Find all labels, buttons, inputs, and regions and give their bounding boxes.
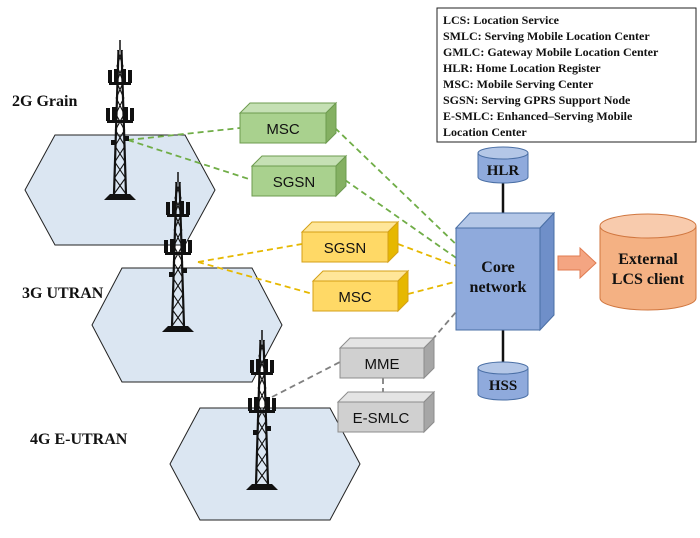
esmlc-label: E-SMLC (353, 410, 410, 427)
label-3g: 3G UTRAN (22, 285, 104, 302)
link-4g-tower-mme (271, 361, 341, 398)
legend-line-hlr: HLR: Home Location Register (443, 61, 601, 75)
cell-2g-hexagon (24, 134, 216, 246)
mme-box: MME (338, 336, 436, 380)
label-4g: 4G E-UTRAN (30, 431, 128, 448)
mme-label: MME (365, 356, 400, 373)
external-lcs-client-cylinder-icon: External LCS client (599, 213, 697, 311)
external-client-label-line2: LCS client (612, 271, 685, 288)
legend-line-esmlc: E-SMLC: Enhanced–Serving Mobile (443, 109, 633, 123)
sgsn-2g-box: SGSN (250, 154, 348, 198)
cell-3g-hexagon (91, 267, 283, 383)
label-2g: 2G Grain (12, 93, 77, 110)
link-2g-tower-sgsn (127, 139, 253, 181)
arrow-right-icon (557, 246, 597, 280)
core-network-label-line1: Core (481, 259, 514, 276)
abbreviation-legend: LCS: Location Service SMLC: Serving Mobi… (436, 7, 697, 143)
hlr-database-icon: HLR (477, 146, 529, 184)
msc-2g-box: MSC (238, 101, 338, 145)
legend-line-msc: MSC: Mobile Serving Center (443, 77, 594, 91)
legend-line-sgsn: SGSN: Serving GPRS Support Node (443, 93, 631, 107)
core-network-box: Core network (454, 211, 556, 332)
legend-line-smlc: SMLC: Serving Mobile Location Center (443, 29, 650, 43)
legend-line-gmlc: GMLC: Gateway Mobile Location Center (443, 45, 659, 59)
links-3g (197, 243, 463, 295)
link-4g-mme-core (431, 304, 463, 341)
msc-3g-box: MSC (311, 269, 410, 313)
external-client-label-line1: External (618, 251, 678, 268)
esmlc-box: E-SMLC (336, 390, 436, 434)
msc-3g-label: MSC (338, 289, 372, 306)
sgsn-3g-box: SGSN (300, 220, 400, 264)
links-2g (127, 127, 463, 263)
link-2g-tower-msc (127, 127, 241, 141)
sgsn-3g-label: SGSN (324, 240, 367, 257)
link-3g-tower-sgsn (197, 243, 303, 263)
link-2g-sgsn-core (344, 179, 463, 263)
core-network-label-line2: network (470, 279, 527, 296)
link-3g-sgsn-core (397, 243, 463, 269)
sgsn-2g-label: SGSN (273, 174, 316, 191)
legend-line-lcs: LCS: Location Service (443, 13, 560, 27)
hss-label: HSS (489, 378, 517, 394)
legend-line-esmlc-cont: Location Center (443, 125, 527, 139)
links-4g (271, 304, 463, 398)
hlr-label: HLR (487, 163, 520, 179)
msc-2g-label: MSC (266, 121, 300, 138)
hss-database-icon: HSS (477, 361, 529, 401)
link-3g-msc-core (407, 279, 463, 295)
